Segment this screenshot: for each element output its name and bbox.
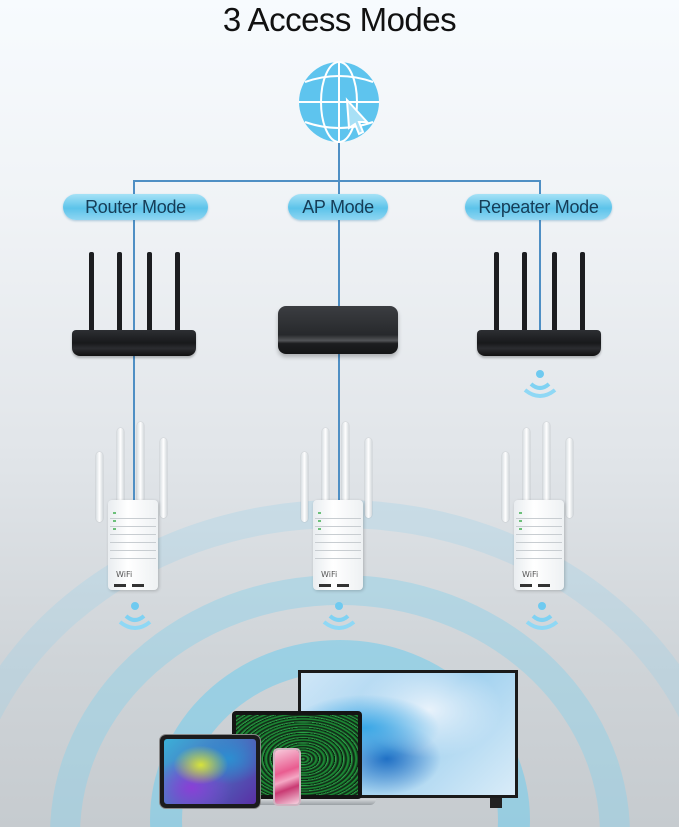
wifi-signal-icon — [525, 602, 559, 630]
tv-stand — [490, 798, 502, 808]
page-title: 3 Access Modes — [222, 1, 457, 38]
connector-globe-down — [338, 143, 340, 181]
router-mode-label: Router Mode — [63, 194, 208, 220]
smartphone-device — [273, 748, 301, 806]
globe-cursor-icon — [299, 61, 379, 143]
ap-mode-label: AP Mode — [288, 194, 388, 220]
connector-horizontal — [133, 180, 541, 182]
wifi-extender-icon: WiFi — [92, 420, 182, 600]
wifi-badge: WiFi — [116, 570, 133, 579]
wifi-signal-icon — [118, 602, 152, 630]
wifi-extender-icon: WiFi — [498, 420, 588, 600]
wifi-signal-icon — [523, 370, 557, 398]
wifi-extender-icon: WiFi — [297, 420, 387, 600]
tablet-device — [160, 735, 260, 808]
repeater-mode-label: Repeater Mode — [465, 194, 612, 220]
wifi-signal-icon — [322, 602, 356, 630]
wifi-badge: WiFi — [321, 570, 338, 579]
router-icon — [477, 252, 601, 362]
router-icon — [72, 252, 196, 362]
laptop-base — [226, 799, 376, 805]
connector-repeater-mode — [539, 180, 541, 330]
wifi-badge: WiFi — [522, 570, 539, 579]
modem-box-icon — [278, 306, 398, 354]
